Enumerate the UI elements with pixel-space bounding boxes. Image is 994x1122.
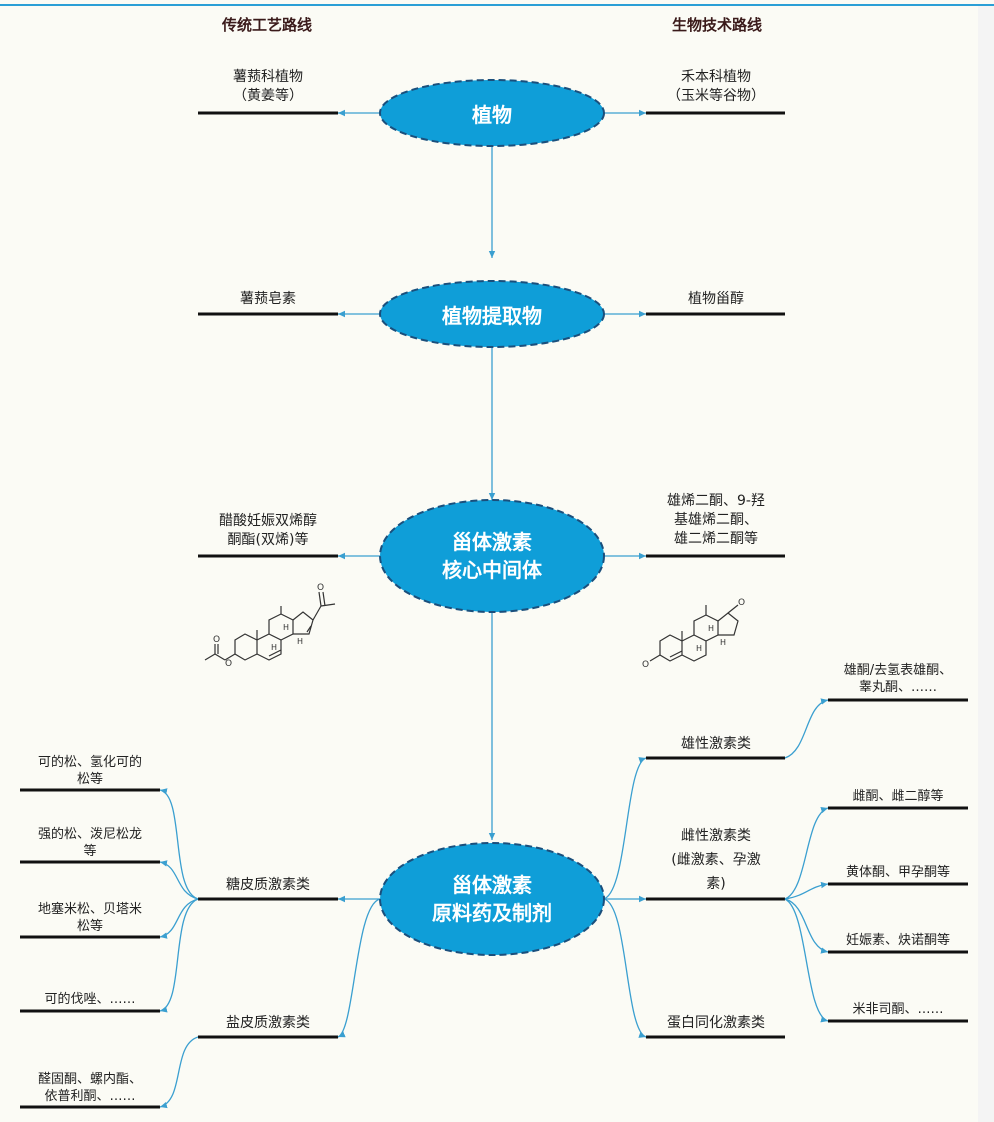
node-plant-extract: 植物提取物	[442, 303, 542, 328]
molecule-16-dpa-structure: O O O H H H	[204, 583, 336, 669]
node-api-formulation: 甾体激素原料药及制剂	[432, 873, 552, 925]
header-biotech-route: 生物技术路线	[671, 16, 762, 34]
right-margin	[978, 6, 994, 1122]
label-anabolic-steroids: 蛋白同化激素类	[667, 1015, 765, 1031]
label-glucocorticoids: 糖皮质激素类	[226, 877, 310, 893]
header-traditional-route: 传统工艺路线	[221, 16, 312, 34]
label-mineralocorticoids: 盐皮质激素类	[226, 1015, 310, 1031]
label-androgens: 雄性激素类	[681, 736, 751, 752]
label-mifepristone: 米非司酮、……	[852, 1002, 944, 1017]
node-plant: 植物	[472, 102, 512, 127]
svg-text:H: H	[297, 637, 303, 646]
underlines	[20, 111, 968, 1109]
svg-text:H: H	[720, 638, 726, 647]
svg-text:O: O	[738, 598, 745, 608]
label-aldosterone: 醛固酮、螺内酯、依普利酮、……	[37, 1072, 142, 1104]
top-rule	[0, 4, 994, 6]
label-16-dpa: 醋酸妊娠双烯醇酮酯(双烯)等	[219, 513, 317, 548]
label-estrone: 雌酮、雌二醇等	[852, 789, 944, 804]
svg-text:O: O	[317, 583, 324, 593]
label-androsterone: 雄酮/去氢表雄酮、睾丸酮、……	[843, 663, 953, 695]
svg-text:O: O	[213, 635, 220, 645]
label-diosgenin: 薯蓣皂素	[240, 291, 296, 307]
svg-text:H: H	[283, 623, 289, 632]
label-phytosterol: 植物甾醇	[688, 291, 744, 307]
label-norethisterone: 妊娠素、炔诺酮等	[845, 933, 950, 948]
label-estrogens-progestins: 雌性激素类(雌激素、孕激素)	[671, 828, 761, 892]
svg-text:O: O	[225, 659, 232, 669]
svg-text:H: H	[696, 644, 702, 653]
label-androstenedione: 雄烯二酮、9-羟基雄烯二酮、雄二烯二酮等	[667, 493, 765, 547]
label-dioscorea-plants: 薯蓣科植物（黄姜等）	[233, 69, 303, 104]
arrows	[159, 109, 829, 1109]
label-dexamethasone: 地塞米松、贝塔米松等	[37, 902, 142, 934]
label-cortivazol: 可的伐唑、……	[44, 992, 136, 1007]
node-core-intermediate: 甾体激素核心中间体	[442, 530, 542, 582]
svg-text:O: O	[642, 660, 649, 670]
molecule-androstenedione-structure: O O H H H	[642, 598, 745, 670]
svg-text:H: H	[708, 624, 714, 633]
node-ellipses	[379, 79, 605, 956]
label-progesterone: 黄体酮、甲孕酮等	[845, 865, 950, 880]
label-cortisone: 可的松、氢化可的松等	[37, 755, 142, 787]
label-prednisone: 强的松、泼尼松龙等	[37, 827, 142, 859]
svg-text:H: H	[271, 643, 277, 652]
label-gramineae-plants: 禾本科植物（玉米等谷物）	[667, 69, 765, 104]
